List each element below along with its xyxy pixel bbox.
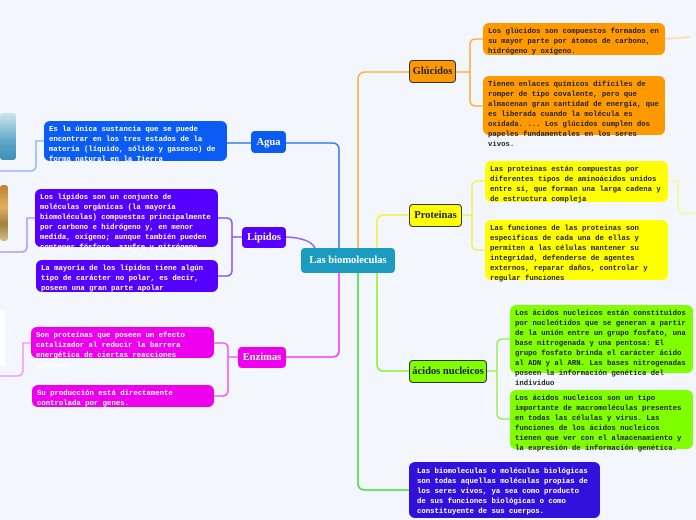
topic-proteinas[interactable]: Proteinas (409, 204, 462, 227)
acidos-note-1[interactable]: Los ácidos nucleicos están constituidos … (510, 305, 693, 388)
enzyme-image (0, 310, 5, 366)
water-image (0, 113, 16, 160)
agua-note-1[interactable]: Es la única sustancia que se puede encon… (44, 121, 227, 164)
glucidos-note-1[interactable]: Los glúcidos son compuestos formados en … (483, 23, 665, 56)
enzimas-note-1[interactable]: Son proteínas que poseen un efecto catal… (31, 327, 214, 370)
lipidos-note-2[interactable]: La mayoría de los lípidos tiene algún ti… (36, 260, 218, 293)
glucidos-note-2[interactable]: Tienen enlaces químicos difíciles de rom… (483, 76, 665, 149)
enzimas-note-2[interactable]: Su producción está directamente controla… (32, 385, 214, 408)
food-image (0, 185, 8, 241)
proteinas-note-1[interactable]: Las proteinas están compuestas por difer… (485, 161, 668, 204)
topic-acidos-nucleicos[interactable]: ácidos nucleicos (409, 360, 487, 383)
topic-agua[interactable]: Agua (251, 131, 286, 153)
topic-enzimas[interactable]: Enzimas (238, 347, 286, 368)
central-topic[interactable]: Las biomoleculas (301, 248, 395, 273)
definition-note[interactable]: Las biomoleculas o moléculas biológicas … (409, 462, 600, 518)
topic-lipidos[interactable]: Lipidos (242, 227, 286, 248)
lipidos-note-1[interactable]: Los lípidos son un conjunto de moléculas… (35, 189, 218, 252)
topic-glucidos[interactable]: Glúcidos (409, 60, 456, 83)
proteinas-note-2[interactable]: Las funciones de las proteinas son espec… (485, 220, 668, 283)
acidos-note-2[interactable]: Los ácidos nucleicos son un tipo importa… (510, 390, 693, 453)
